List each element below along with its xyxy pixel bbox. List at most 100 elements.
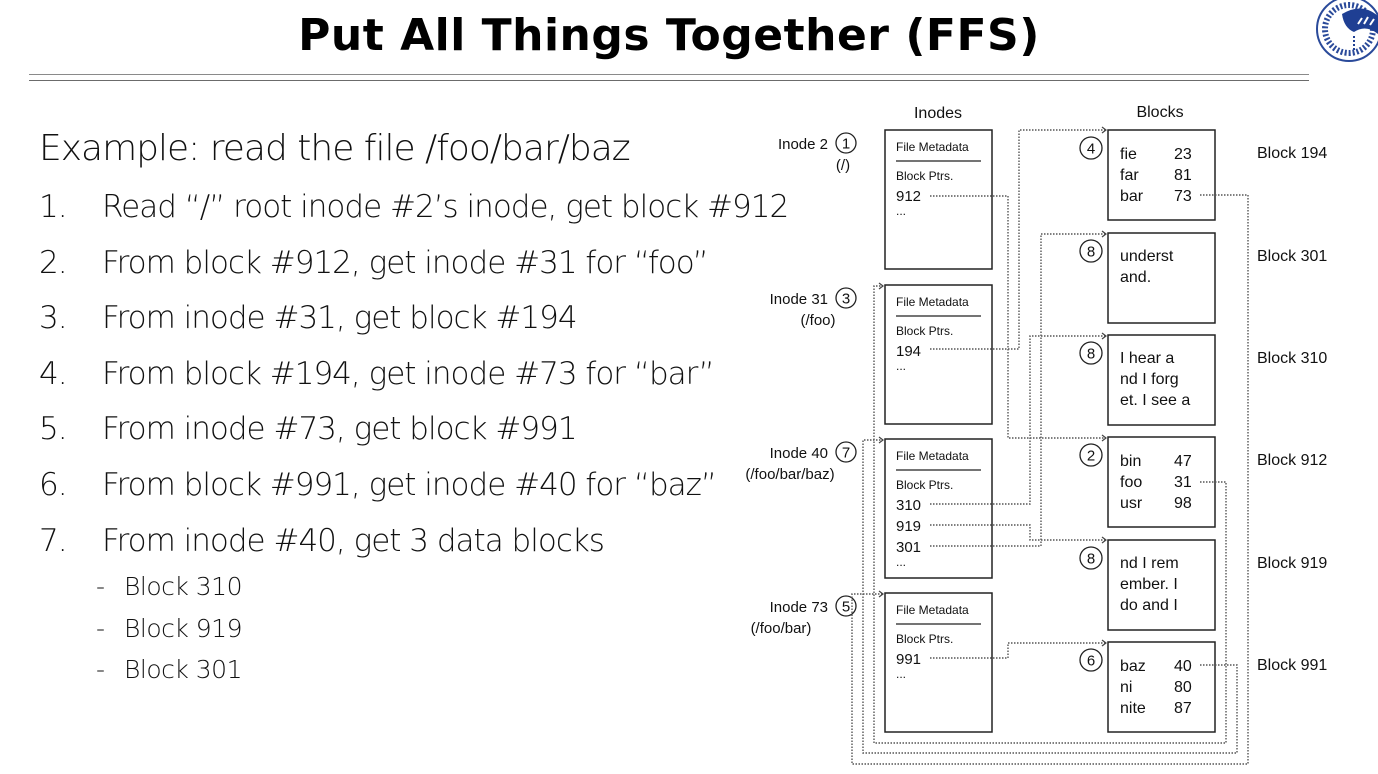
university-emblem-icon: [1316, 0, 1378, 62]
data-block-text: ember. I: [1120, 576, 1178, 593]
inode-box: [884, 284, 993, 425]
step-marker-circle: [1079, 546, 1103, 570]
arrowhead: [1101, 126, 1107, 134]
substep-text: Block 310: [124, 572, 243, 601]
file-metadata-label: File Metadata: [896, 140, 969, 154]
dir-entry-inode: 40: [1174, 658, 1192, 675]
data-block-text: I hear a: [1120, 350, 1174, 367]
step-marker-circle: [835, 595, 857, 617]
dir-entry-inode: 31: [1174, 474, 1192, 491]
step-marker-number: 8: [1087, 346, 1095, 363]
step-marker-circle: [835, 132, 857, 154]
dir-entry-inode: 87: [1174, 700, 1192, 717]
data-block-text: do and I: [1120, 597, 1178, 614]
block-label: Block 919: [1257, 555, 1327, 572]
step-text: From inode #31, get block #194: [102, 300, 578, 336]
block-pointer-value: 301: [896, 539, 921, 556]
arrowhead: [1101, 332, 1107, 340]
step-number: 1.: [39, 189, 68, 225]
title-divider-top: [29, 74, 1309, 75]
step-item: 2.From block #912, get inode #31 for “fo…: [39, 245, 709, 281]
block-box: [1107, 334, 1216, 426]
dir-entry-inode: 98: [1174, 495, 1192, 512]
step-marker-circle: [1079, 136, 1103, 160]
step-marker-circle: [835, 441, 857, 463]
example-heading: Example: read the file /foo/bar/baz: [39, 128, 631, 169]
connector-301: [930, 233, 1106, 547]
inode-box: [884, 438, 993, 579]
block-box: [1107, 641, 1216, 733]
step-number: 5.: [39, 411, 68, 447]
step-text: From block #991, get inode #40 for “baz”: [102, 467, 717, 503]
block-box: [1107, 232, 1216, 324]
inode-label: Inode 31: [770, 291, 828, 308]
ellipsis: ...: [896, 555, 906, 569]
substep-item: -Block 301: [96, 655, 243, 684]
dir-entry-name: ni: [1120, 679, 1132, 696]
data-block-text: et. I see a: [1120, 392, 1190, 409]
step-item: 7. From inode #40, get 3 data blocks: [39, 523, 605, 559]
ellipsis: ...: [896, 667, 906, 681]
title-divider-bottom: [29, 80, 1309, 81]
arrowhead: [878, 590, 884, 598]
block-box: [1107, 539, 1216, 631]
dir-entry-name: usr: [1120, 495, 1143, 512]
step-number: 7.: [39, 523, 68, 559]
step-text: From inode #40, get 3 data blocks: [102, 523, 605, 559]
dir-entry-inode: 81: [1174, 167, 1192, 184]
step-item: 4.From block #194, get inode #73 for “ba…: [39, 356, 715, 392]
inodes-column-header: Inodes: [914, 105, 962, 122]
step-marker-number: 8: [1087, 551, 1095, 568]
connector-919: [930, 524, 1106, 541]
file-metadata-label: File Metadata: [896, 295, 969, 309]
step-number: 3.: [39, 300, 68, 336]
block-pointer-value: 991: [896, 651, 921, 668]
inode-path: (/foo): [800, 312, 835, 329]
step-marker-number: 7: [842, 445, 850, 462]
dir-entry-inode: 73: [1174, 188, 1192, 205]
arrowhead: [1101, 639, 1107, 647]
arrowhead: [878, 282, 884, 290]
connector-991: [930, 642, 1106, 659]
step-item: 3. From inode #31, get block #194: [39, 300, 578, 336]
data-block-text: underst: [1120, 248, 1174, 265]
step-marker-number: 3: [842, 291, 850, 308]
block-label: Block 310: [1257, 350, 1327, 367]
arrowhead: [1101, 536, 1107, 544]
block-ptrs-label: Block Ptrs.: [896, 324, 953, 338]
dir-entry-name: fie: [1120, 146, 1137, 163]
step-marker-number: 2: [1087, 448, 1095, 465]
step-marker-circle: [1079, 239, 1103, 263]
dir-entry-name: baz: [1120, 658, 1146, 675]
step-marker-circle: [1079, 648, 1103, 672]
substep-bullet: -: [96, 614, 105, 643]
block-pointer-value: 919: [896, 518, 921, 535]
slide-title: Put All Things Together (FFS): [298, 10, 1040, 61]
file-metadata-label: File Metadata: [896, 603, 969, 617]
connector-inode-73: [851, 194, 1249, 765]
step-item: 1. Read “/” root inode #2’s inode, get bl…: [39, 189, 789, 225]
inode-path: (/foo/bar/baz): [745, 466, 834, 483]
step-text: From block #194, get inode #73 for “bar”: [102, 356, 715, 392]
step-marker-circle: [1079, 443, 1103, 467]
step-marker-circle: [1079, 341, 1103, 365]
substep-text: Block 919: [124, 614, 243, 643]
step-item: 5.From inode #73, get block #991: [39, 411, 578, 447]
dir-entry-name: nite: [1120, 700, 1146, 717]
dir-entry-name: far: [1120, 167, 1139, 184]
connector-912: [930, 195, 1106, 439]
block-box: [1107, 129, 1216, 221]
step-marker-number: 8: [1087, 244, 1095, 261]
data-block-text: nd I rem: [1120, 555, 1179, 572]
file-metadata-label: File Metadata: [896, 449, 969, 463]
ellipsis: ...: [896, 204, 906, 218]
block-pointer-value: 912: [896, 188, 921, 205]
step-marker-circle: [835, 287, 857, 309]
step-text: Read “/” root inode #2’s inode, get bloc…: [102, 189, 789, 225]
blocks-column-header: Blocks: [1136, 104, 1183, 121]
step-marker-number: 4: [1087, 141, 1095, 158]
dir-entry-name: bin: [1120, 453, 1141, 470]
block-label: Block 194: [1257, 145, 1327, 162]
inode-label: Inode 73: [770, 599, 828, 616]
ellipsis: ...: [896, 359, 906, 373]
